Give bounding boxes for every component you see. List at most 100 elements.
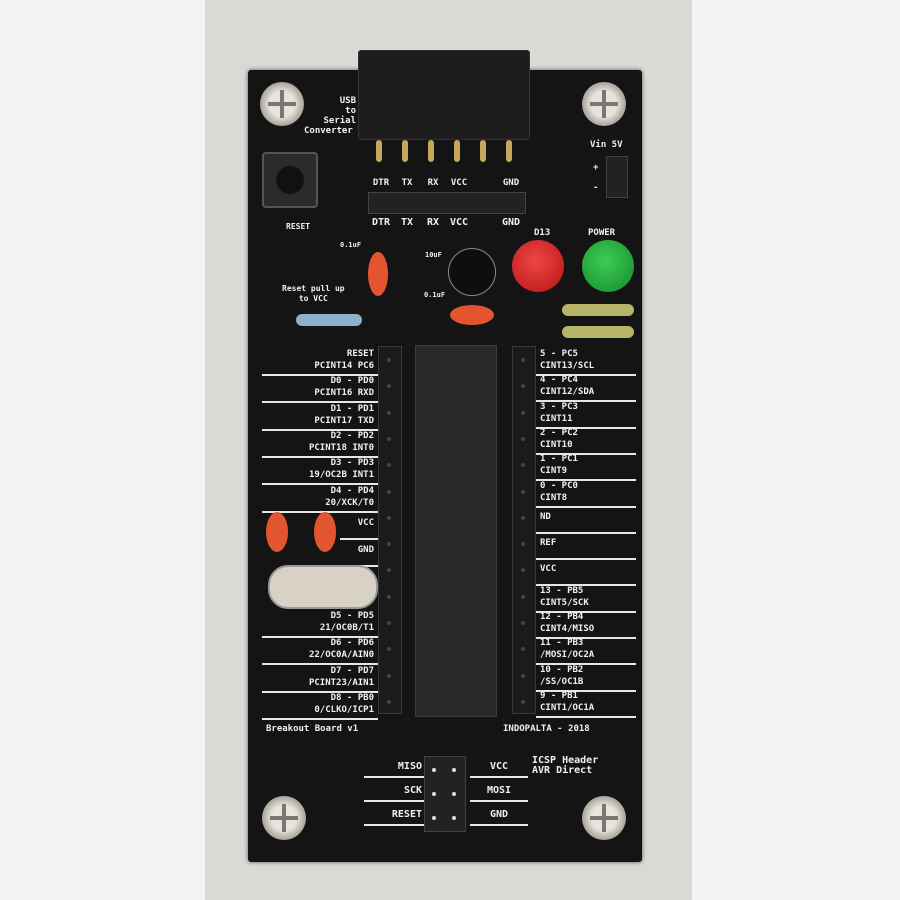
pin-name: 10 - PB2 (540, 664, 584, 675)
pin-function: /SS/OC1B (540, 676, 584, 687)
socket-hole (387, 647, 391, 652)
pin-name: REF (540, 538, 557, 549)
icsp-title: ICSP Header AVR Direct (532, 756, 598, 776)
serial-pin-label: VCC (449, 217, 469, 228)
pin-name: 4 - PC4 (540, 375, 578, 386)
label: to (345, 106, 356, 116)
vin-plus: + (593, 163, 599, 173)
pin-function: PCINT16 RXD (314, 388, 374, 399)
socket-hole (387, 384, 391, 389)
label: Reset pull up (282, 284, 345, 293)
usb-label: USB to Serial (318, 96, 356, 126)
pin-name: D5 - PD5 (330, 611, 374, 622)
header-pin (480, 140, 486, 162)
socket-hole (521, 463, 525, 468)
socket-hole (387, 621, 391, 625)
socket-hole (521, 647, 525, 652)
socket-hole (521, 594, 525, 599)
socket-hole (387, 568, 391, 573)
pin-function: PCINT17 TXD (314, 415, 374, 426)
socket-left (378, 346, 402, 714)
serial-pin-label (472, 218, 498, 228)
screw-icon (582, 82, 626, 126)
reset-label: RESET (286, 222, 311, 231)
pin-label-row: REF (536, 532, 636, 561)
button-cap (276, 166, 304, 194)
serial-pin-label (472, 178, 498, 188)
socket-hole (387, 515, 391, 520)
pin-function: CINT8 (540, 492, 568, 503)
pin-function: /MOSI/OC2A (540, 650, 595, 661)
serial-pin-label: GND (502, 178, 520, 188)
pin-label-row: 11 - PB3/MOSI/OC2A (536, 637, 636, 666)
pin-function: PCINT14 PC6 (314, 361, 374, 371)
serial-pin-label: RX (426, 217, 440, 228)
pin-function: 0/CLKO/ICP1 (314, 704, 374, 715)
pin-name: D3 - PD3 (330, 458, 374, 469)
capacitor (266, 512, 288, 552)
socket-hole (521, 542, 525, 547)
reset-button[interactable] (262, 152, 318, 208)
pin-name: 13 - PB5 (540, 585, 584, 596)
serial-pin-label: TX (400, 217, 414, 228)
pin-name: ND (540, 511, 551, 522)
pin-name: 0 - PC0 (540, 480, 578, 491)
pin-function: CINT1/OC1A (540, 702, 595, 713)
socket-hole (387, 594, 391, 599)
usb-serial-module (358, 50, 530, 140)
icsp-pin-label: VCC (470, 758, 528, 778)
pin-name: D4 - PD4 (330, 485, 374, 496)
pin-function: 22/OC0A/AIN0 (308, 650, 374, 661)
capacitor (368, 252, 388, 296)
capacitor (450, 305, 494, 325)
pin-name: GND (357, 545, 374, 556)
pin-name: 2 - PC2 (540, 427, 578, 438)
pin-hole (432, 792, 436, 796)
pin-function: 20/XCK/T0 (325, 497, 374, 508)
icsp-pin-label: RESET (364, 806, 424, 826)
pin-function: CINT5/SCK (540, 597, 589, 608)
pin-label-row: ND (536, 506, 636, 534)
label: Serial (323, 116, 356, 126)
header-pin (428, 140, 434, 162)
serial-pin-label: TX (401, 178, 413, 188)
screw-icon (582, 796, 626, 840)
socket-hole (387, 489, 391, 494)
usb-label: Converter (304, 126, 353, 136)
socket-hole (387, 673, 391, 678)
serial-pin-label: GND (501, 217, 521, 228)
cap-label: 10uF (425, 251, 442, 259)
pin-label-row: VCC (340, 512, 378, 540)
icsp-pin-label: MISO (364, 758, 424, 778)
header-pin (376, 140, 382, 162)
socket-hole (521, 673, 525, 678)
footer-right: INDOPALTA - 2018 (503, 724, 590, 734)
serial-pin-label: DTR (372, 178, 390, 188)
pin-function: PCINT18 INT0 (308, 442, 374, 453)
pin-name: 1 - PC1 (540, 454, 578, 465)
label: AVR Direct (532, 765, 593, 776)
pullup-label: Reset pull up to VCC (282, 284, 345, 304)
icsp-pin-label: GND (470, 806, 528, 826)
label: to VCC (298, 294, 328, 303)
socket-hole (387, 699, 391, 704)
socket-hole (387, 358, 391, 362)
pin-function (536, 523, 636, 525)
header-pin (454, 140, 460, 162)
resistor (562, 326, 634, 338)
led-green (582, 240, 634, 292)
pin-name: VCC (540, 564, 557, 575)
socket-hole (521, 384, 525, 389)
pin-name: 5 - PC5 (540, 349, 578, 359)
pin-function: PCINT23/AIN1 (308, 677, 374, 688)
pin-function: 21/OC0B/T1 (319, 623, 374, 634)
